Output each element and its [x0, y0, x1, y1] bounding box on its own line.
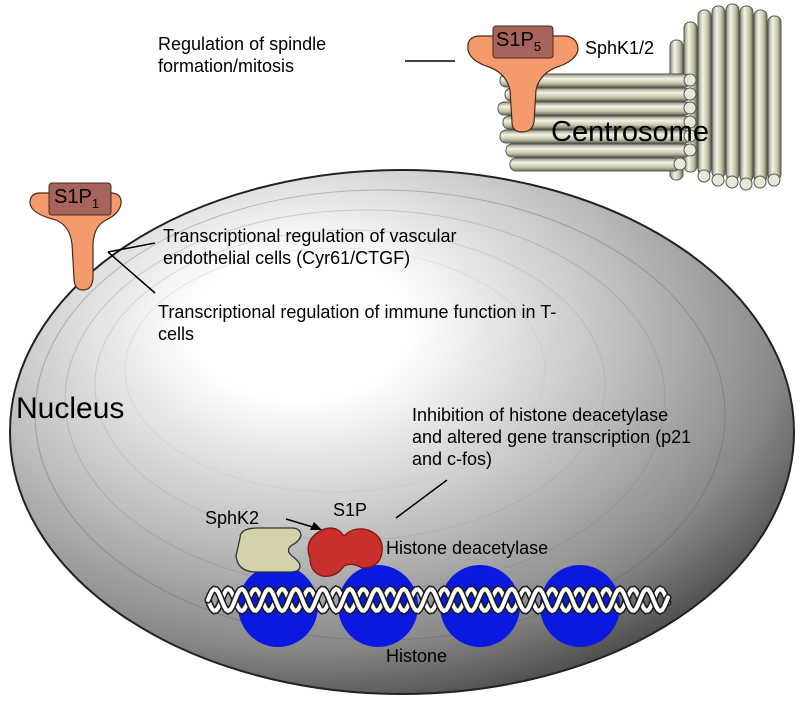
centrosome-label: Centrosome [551, 116, 709, 148]
dna-helix [204, 584, 672, 616]
s1p5-receptor-label: S1P5 [496, 29, 542, 54]
nucleus-label: Nucleus [16, 392, 125, 425]
immune-label: Transcriptional regulation of immune fun… [158, 302, 557, 344]
sphk2-to-s1p-arrow [285, 518, 322, 530]
sphk12-label: SphK1/2 [585, 38, 655, 58]
histone-deacetylase-label: Histone deacetylase [386, 538, 549, 558]
s1p1-receptor [29, 182, 122, 291]
spindle-label: Regulation of spindle formation/mitosis [158, 34, 327, 76]
sphk2-enzyme [235, 527, 302, 573]
s1p5-receptor [467, 25, 579, 133]
hdac-inhibition-label: Inhibition of histone deacetylase and al… [412, 405, 692, 469]
s1p-label: S1P [333, 500, 368, 520]
immune-connector-line [107, 251, 156, 294]
s1p1-receptor-label: S1P1 [54, 186, 100, 211]
histone-label: Histone [386, 646, 448, 666]
histone-deacetylase-enzyme [307, 527, 383, 577]
centrosome-horizontal-bundle [497, 73, 697, 172]
sphk2-label: SphK2 [205, 508, 260, 528]
vascular-connector-line [107, 242, 156, 253]
hdac-connector-line [395, 479, 448, 519]
vascular-label: Transcriptional regulation of vascular e… [163, 226, 457, 268]
